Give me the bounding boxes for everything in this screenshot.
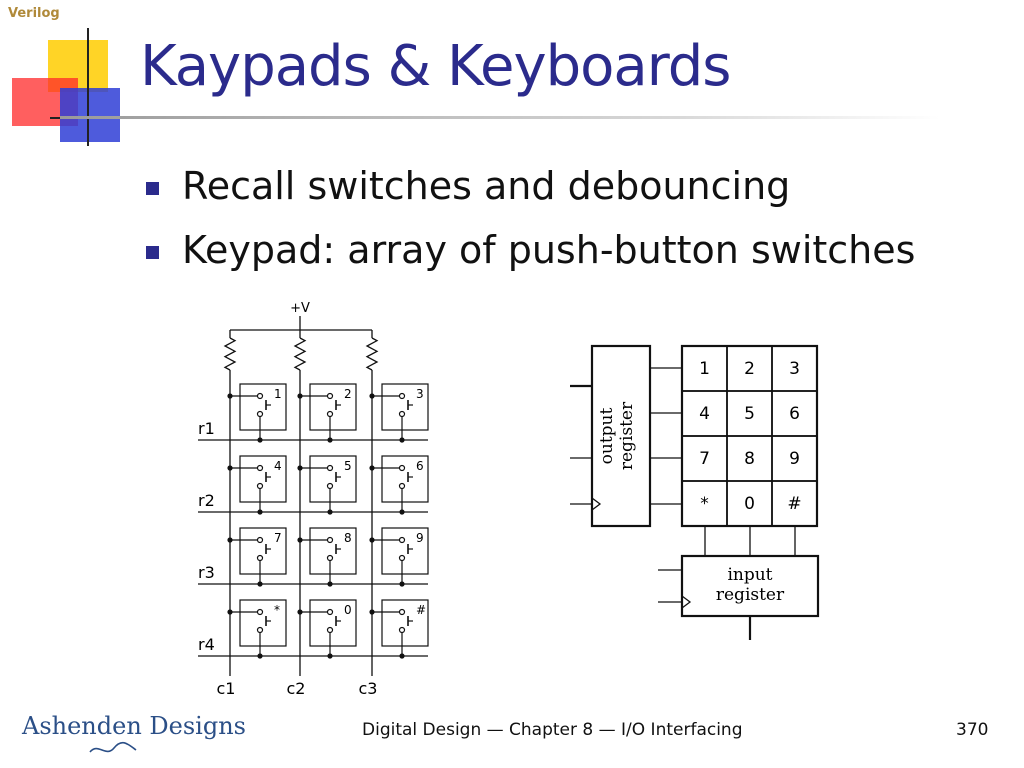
keypad-key: # bbox=[771, 480, 818, 527]
keypad-key: 7 bbox=[681, 435, 728, 482]
keypad-key: 9 bbox=[771, 435, 818, 482]
keypad-key-label: # bbox=[787, 494, 801, 514]
row-label: r3 bbox=[198, 563, 215, 582]
key-switch: 7 bbox=[227, 527, 287, 587]
output-register-box bbox=[590, 344, 652, 528]
keypad-key: 5 bbox=[726, 390, 773, 437]
keypad-key-label: 9 bbox=[789, 449, 800, 469]
bullet-text: Recall switches and debouncing bbox=[182, 164, 791, 208]
keypad-key-label: 7 bbox=[699, 449, 710, 469]
supply-label: +V bbox=[290, 301, 310, 316]
title-decoration bbox=[12, 28, 150, 146]
column-label: c3 bbox=[359, 679, 378, 698]
key-label: 4 bbox=[274, 459, 282, 473]
row-label: r1 bbox=[198, 419, 215, 438]
keypad-key-label: * bbox=[700, 494, 709, 514]
key-label: 3 bbox=[416, 387, 424, 401]
column-label: c2 bbox=[287, 679, 306, 698]
row-label: r2 bbox=[198, 491, 215, 510]
key-switch: 0 bbox=[297, 599, 357, 659]
key-label: 6 bbox=[416, 459, 424, 473]
key-label: # bbox=[416, 603, 426, 617]
row-label: r4 bbox=[198, 635, 215, 654]
keypad-key-label: 5 bbox=[744, 404, 755, 424]
bullet-text: Keypad: array of push-button switches bbox=[182, 228, 916, 272]
switch-matrix-diagram: +V 1 2 3 4 5 6 7 8 9 * 0 # c1 c2 c3 r1 r2 r3 r4 bbox=[198, 301, 429, 698]
keypad-key: 0 bbox=[726, 480, 773, 527]
key-label: 7 bbox=[274, 531, 282, 545]
slide-title: Kaypads & Keyboards bbox=[140, 34, 731, 99]
output-register-label-2: register bbox=[617, 401, 637, 470]
course-tag: Verilog bbox=[8, 6, 60, 21]
logo-swash-icon bbox=[89, 741, 137, 753]
keypad-key: 6 bbox=[771, 390, 818, 437]
company-logo: Ashenden Designs bbox=[22, 712, 246, 740]
keypad-key-label: 4 bbox=[699, 404, 710, 424]
key-switch: 8 bbox=[297, 527, 357, 587]
key-label: 8 bbox=[344, 531, 352, 545]
page-number: 370 bbox=[956, 720, 989, 740]
keypad-key-label: 1 bbox=[699, 359, 710, 379]
key-switch: 6 bbox=[369, 455, 429, 515]
keypad-key: * bbox=[681, 480, 728, 527]
output-register-label-1: output bbox=[597, 407, 617, 464]
key-label: 0 bbox=[344, 603, 352, 617]
key-switch: 5 bbox=[297, 455, 357, 515]
keypad-key-label: 3 bbox=[789, 359, 800, 379]
key-label: 2 bbox=[344, 387, 352, 401]
title-underline bbox=[60, 116, 940, 119]
bullet-list: Recall switches and debouncing Keypad: a… bbox=[144, 160, 915, 288]
keypad-key-label: 8 bbox=[744, 449, 755, 469]
input-register-label-2: register bbox=[716, 585, 785, 605]
keypad-key-label: 6 bbox=[789, 404, 800, 424]
keypad-key: 2 bbox=[726, 345, 773, 392]
key-switch: # bbox=[369, 599, 429, 659]
keypad-key-label: 2 bbox=[744, 359, 755, 379]
key-switch: 4 bbox=[227, 455, 287, 515]
input-register-label-1: input bbox=[727, 565, 772, 585]
keypad-key: 4 bbox=[681, 390, 728, 437]
bullet-item: Recall switches and debouncing bbox=[144, 160, 915, 224]
keypad-register-diagram: output register 1 2 3 4 5 6 7 8 9 * 0 # input regis… bbox=[570, 344, 820, 640]
bullet-item: Keypad: array of push-button switches bbox=[144, 224, 915, 288]
key-switch: 2 bbox=[297, 383, 357, 443]
key-label: 1 bbox=[274, 387, 282, 401]
key-switch: 9 bbox=[369, 527, 429, 587]
column-label: c1 bbox=[217, 679, 236, 698]
key-switch: 1 bbox=[227, 383, 287, 443]
keypad-key-label: 0 bbox=[744, 494, 755, 514]
keypad-key: 8 bbox=[726, 435, 773, 482]
footer-text: Digital Design — Chapter 8 — I/O Interfa… bbox=[362, 720, 743, 740]
keypad-key: 3 bbox=[771, 345, 818, 392]
bullet-square-icon bbox=[146, 182, 159, 195]
key-label: 5 bbox=[344, 459, 352, 473]
bullet-square-icon bbox=[146, 246, 159, 259]
keypad-key: 1 bbox=[681, 345, 728, 392]
key-label: * bbox=[274, 603, 280, 617]
key-switch: 3 bbox=[369, 383, 429, 443]
key-switch: * bbox=[227, 599, 287, 659]
key-label: 9 bbox=[416, 531, 424, 545]
